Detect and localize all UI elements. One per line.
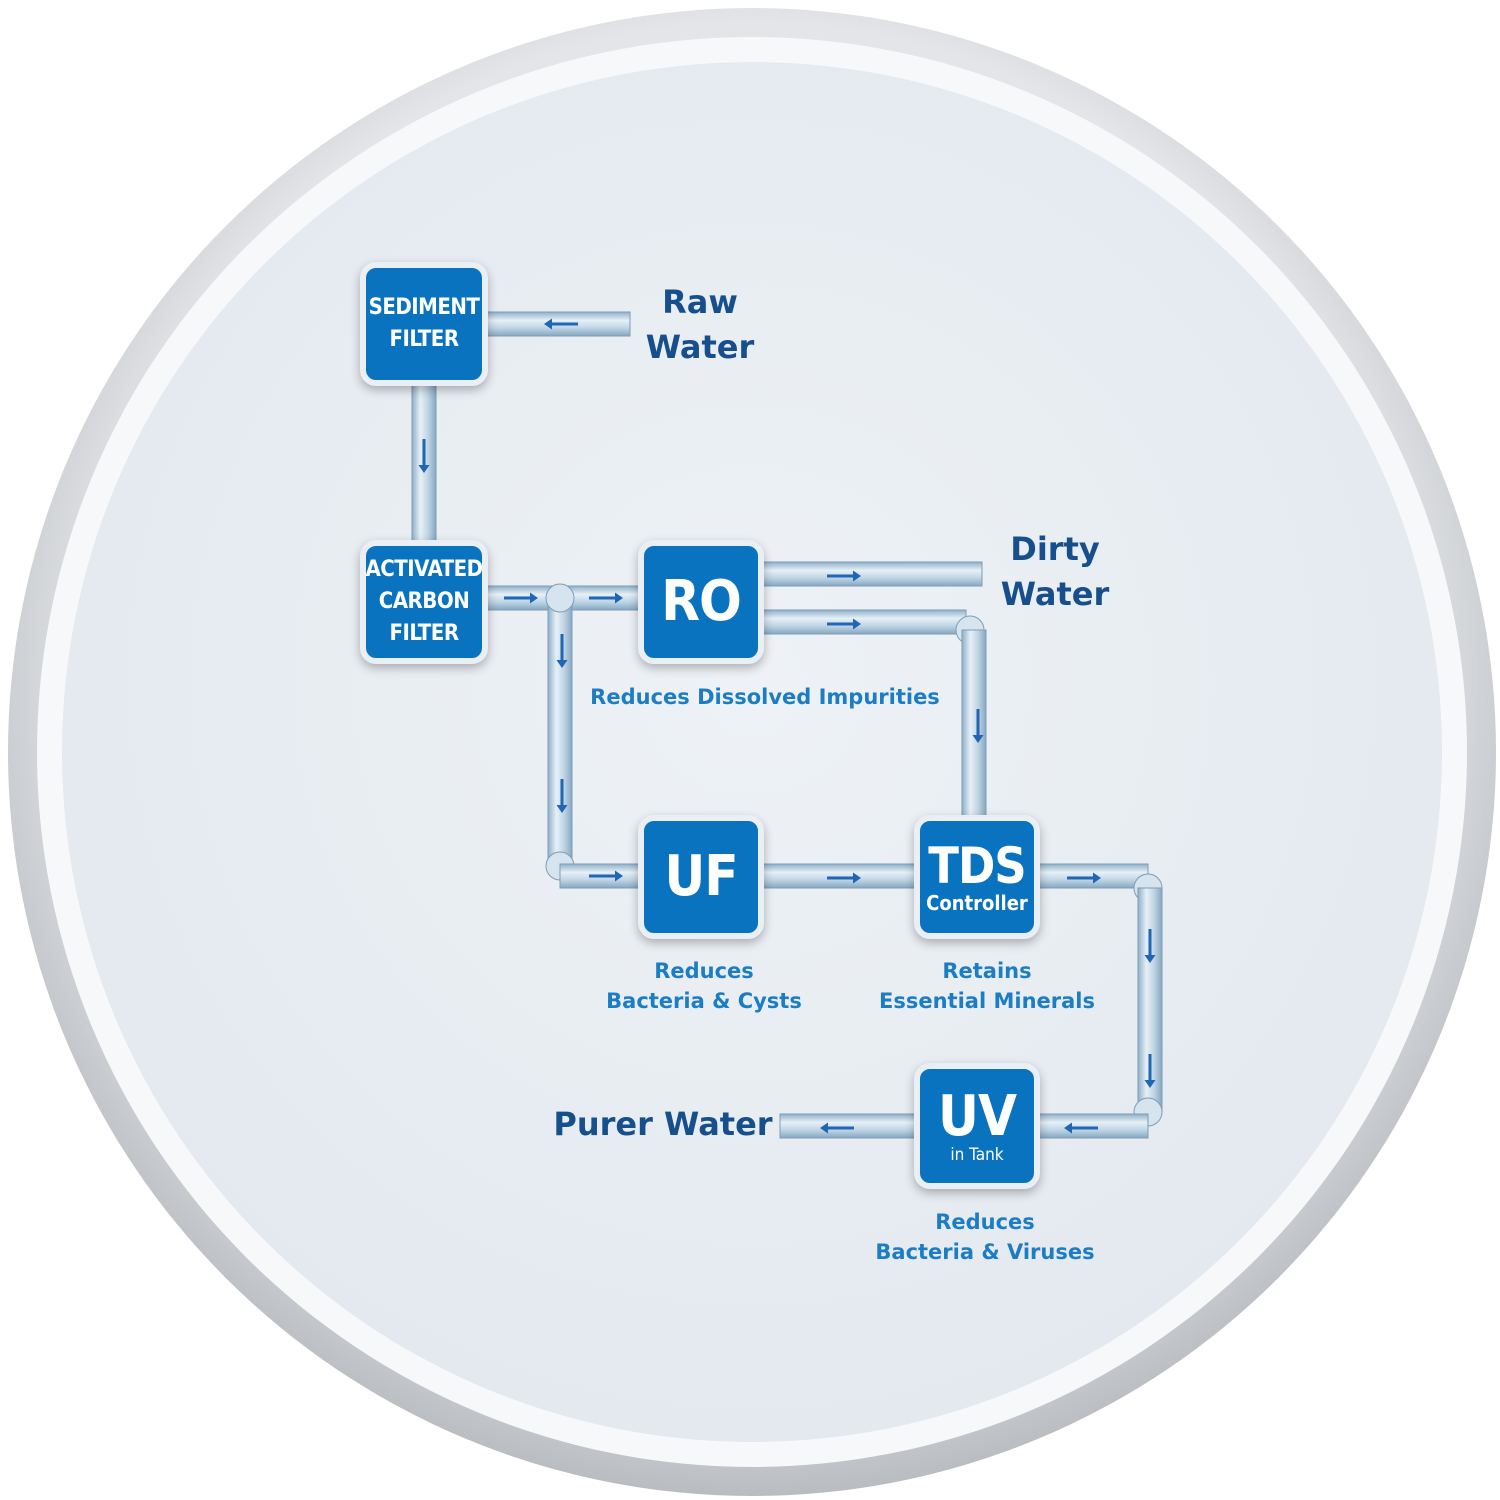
arrow-tds-uv-down-b [1144,1054,1156,1088]
ro-box: RO [638,540,764,664]
pipe-junction-down [547,597,573,863]
uf-description-line1: Reduces [654,959,754,983]
uv-description-line1: Reduces [935,1210,1035,1234]
dirty-water-line2: Water [1000,575,1110,613]
carbon-filter-line3: FILTER [389,621,459,646]
arrow-carbon-to-ro-b [589,592,623,604]
uv-sub-label: in Tank [950,1145,1004,1165]
sediment-filter-line2: FILTER [389,327,459,352]
tds-description-line2: Essential Minerals [879,989,1095,1013]
raw-water-line1: Raw [662,283,738,321]
dirty-water-label: Dirty Water [990,527,1120,617]
sediment-filter-line1: SEDIMENT [368,295,480,320]
arrow-carbon-to-ro-a [504,592,538,604]
tds-description: Retains Essential Minerals [862,956,1112,1016]
uv-description-line2: Bacteria & Viruses [875,1240,1095,1264]
arrow-uv-to-purer [820,1122,854,1134]
purer-water-label: Purer Water [553,1105,773,1143]
arrow-branch-down-b [556,779,568,813]
uv-label: UV [938,1084,1017,1149]
arrow-uf-to-tds [827,872,861,884]
arrow-ro-tds-down [972,709,984,743]
pipe-uf-to-tds [761,863,917,889]
raw-water-line2: Water [645,328,755,366]
uf-description: Reduces Bacteria & Cysts [584,956,824,1016]
flow-arrows-group [418,318,1156,1134]
activated-carbon-filter-box: ACTIVATED CARBON FILTER [360,540,488,664]
uf-box: UF [638,815,764,939]
uf-description-line2: Bacteria & Cysts [606,989,802,1013]
raw-water-label: Raw Water [630,280,770,370]
pipe-to-uv [1037,1113,1149,1139]
uv-description: Reduces Bacteria & Viruses [860,1207,1110,1267]
carbon-filter-line1: ACTIVATED [365,557,483,582]
dirty-water-line1: Dirty [1010,530,1100,568]
carbon-filter-line2: CARBON [378,589,470,614]
pipe-ro-tds-down [961,629,987,819]
tds-sub-label: Controller [926,891,1028,915]
ro-label: RO [661,569,742,634]
uf-label: UF [664,844,738,909]
arrow-to-uf [589,870,623,882]
arrow-tds-out [1067,872,1101,884]
pipe-junction-tee [545,583,575,613]
pipe-uv-to-purer [779,1113,917,1139]
uv-box: UV in Tank [914,1063,1040,1189]
inner-disc [62,62,1442,1442]
arrow-branch-down-a [556,634,568,668]
pipe-ro-to-dirty [761,561,983,587]
sediment-filter-box: SEDIMENT FILTER [360,262,488,386]
pipe-ro-to-tds [761,609,967,635]
tds-controller-box: TDS Controller [914,815,1040,939]
arrow-tds-uv-down-a [1144,929,1156,963]
arrow-sediment-to-carbon [418,439,430,473]
ro-description: Reduces Dissolved Impurities [590,685,940,709]
arrow-ro-to-tds [827,618,861,630]
arrow-ro-to-dirty [827,570,861,582]
tds-description-line1: Retains [942,959,1032,983]
arrow-to-uv [1064,1122,1098,1134]
arrow-raw-to-sediment [544,318,578,330]
tds-label: TDS [928,837,1026,895]
